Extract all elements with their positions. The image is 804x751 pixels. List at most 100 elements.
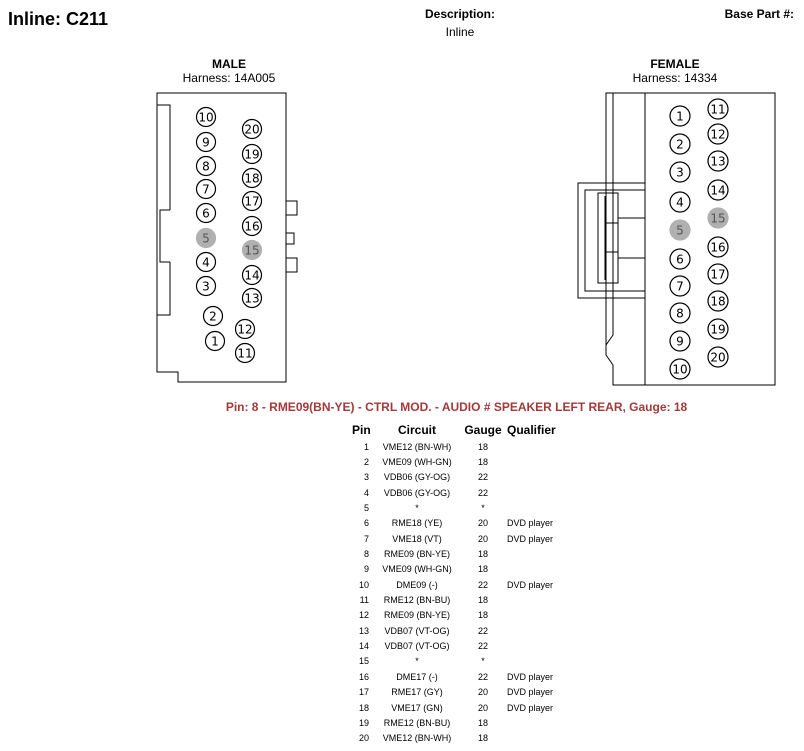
female-pin-10-circle[interactable] xyxy=(669,358,691,380)
row-pin: 18 xyxy=(358,702,369,713)
row-qualifier xyxy=(505,731,558,746)
male-pin-14-circle[interactable] xyxy=(241,264,263,286)
connector-title: Inline: C211 xyxy=(8,9,109,29)
row-pin: 10 xyxy=(358,579,369,590)
male-pin-1-circle[interactable] xyxy=(204,330,226,352)
male-pin-11-circle[interactable] xyxy=(234,342,256,364)
female-pin-6-circle[interactable] xyxy=(669,248,691,270)
female-pin-12-circle[interactable] xyxy=(707,123,729,145)
male-pin-2-circle[interactable] xyxy=(202,305,224,327)
female-pin-7-label: 7 xyxy=(676,280,684,294)
row-circuit: VME17 (GN) xyxy=(391,702,443,713)
female-pin-13-circle[interactable] xyxy=(707,150,729,172)
row-qualifier xyxy=(505,623,558,638)
male-pin-5-label: 5 xyxy=(202,232,210,246)
male-pin-3-circle[interactable] xyxy=(195,275,217,297)
male-pin-16-circle[interactable] xyxy=(241,215,263,237)
male-pin-5-circle[interactable] xyxy=(195,227,217,249)
row-qualifier xyxy=(505,485,558,500)
female-pin-20-label: 20 xyxy=(710,351,725,365)
row-pin: 5 xyxy=(363,503,369,514)
male-pin-3-label: 3 xyxy=(202,280,210,294)
row-qualifier xyxy=(505,546,558,561)
female-pin-11-circle[interactable] xyxy=(707,98,729,120)
female-pin-14-circle[interactable] xyxy=(707,179,729,201)
row-pin: 16 xyxy=(358,671,369,682)
female-pin-8-circle[interactable] xyxy=(669,302,691,324)
male-pin-4-circle[interactable] xyxy=(195,251,217,273)
female-pin-5-circle[interactable] xyxy=(669,219,691,241)
female-pin-16-circle[interactable] xyxy=(707,236,729,258)
female-pin-7-circle[interactable] xyxy=(669,275,691,297)
male-pin-9-circle[interactable] xyxy=(195,131,217,153)
male-pin-18-label: 18 xyxy=(244,172,259,186)
male-pin-12-circle[interactable] xyxy=(234,318,256,340)
row-qualifier xyxy=(505,500,558,515)
description-value: Inline xyxy=(445,25,475,39)
female-pin-15-circle[interactable] xyxy=(707,207,729,229)
female-pin-16-label: 16 xyxy=(710,241,725,255)
table-row[interactable]: 5** xyxy=(350,500,558,515)
header-qualifier: Qualifier xyxy=(507,423,556,437)
female-pin-8-label: 8 xyxy=(676,307,684,321)
male-pin-17-label: 17 xyxy=(244,195,259,209)
female-pin-9-circle[interactable] xyxy=(669,330,691,352)
header-gauge: Gauge xyxy=(464,423,502,437)
table-row[interactable]: 15** xyxy=(350,654,558,669)
male-pin-4-label: 4 xyxy=(202,256,210,270)
female-pin-18-circle[interactable] xyxy=(707,290,729,312)
female-pin-20-circle[interactable] xyxy=(707,346,729,368)
female-pin-4-circle[interactable] xyxy=(669,191,691,213)
row-circuit: DME17 (-) xyxy=(396,671,438,682)
male-pin-6-circle[interactable] xyxy=(195,202,217,224)
row-circuit: RME12 (BN-BU) xyxy=(383,595,451,606)
female-pin-12-label: 12 xyxy=(710,128,725,142)
male-pin-2-label: 2 xyxy=(209,310,217,324)
male-pin-17-circle[interactable] xyxy=(241,190,263,212)
male-pin-10-label: 10 xyxy=(198,111,213,125)
male-pin-7-circle[interactable] xyxy=(195,178,217,200)
female-pin-2-circle[interactable] xyxy=(669,133,691,155)
male-pin-20-circle[interactable] xyxy=(241,118,263,140)
male-pin-8-circle[interactable] xyxy=(195,155,217,177)
female-pin-3-circle[interactable] xyxy=(669,161,691,183)
row-gauge: 18 xyxy=(477,549,488,560)
male-pin-15-circle[interactable] xyxy=(241,239,263,261)
male-pin-10-circle[interactable] xyxy=(195,106,217,128)
male-pin-8-label: 8 xyxy=(202,160,210,174)
row-circuit: * xyxy=(415,503,419,514)
female-pin-17-circle[interactable] xyxy=(707,263,729,285)
base-part-label: Base Part #: xyxy=(724,7,794,21)
female-pin-1-circle[interactable] xyxy=(669,105,691,127)
female-pin-19-circle[interactable] xyxy=(707,318,729,340)
row-gauge: 22 xyxy=(477,641,488,652)
female-pin-2-label: 2 xyxy=(676,138,684,152)
male-pin-13-circle[interactable] xyxy=(241,287,263,309)
male-pin-12-label: 12 xyxy=(237,323,252,337)
male-pin-19-circle[interactable] xyxy=(241,143,263,165)
male-pin-18-circle[interactable] xyxy=(241,167,263,189)
female-pin-1-label: 1 xyxy=(676,110,684,124)
male-pin-1-label: 1 xyxy=(211,335,219,349)
male-connector-outline xyxy=(156,92,298,383)
header-pin: Pin xyxy=(352,423,371,437)
row-circuit: VDB06 (GY-OG) xyxy=(383,472,451,483)
